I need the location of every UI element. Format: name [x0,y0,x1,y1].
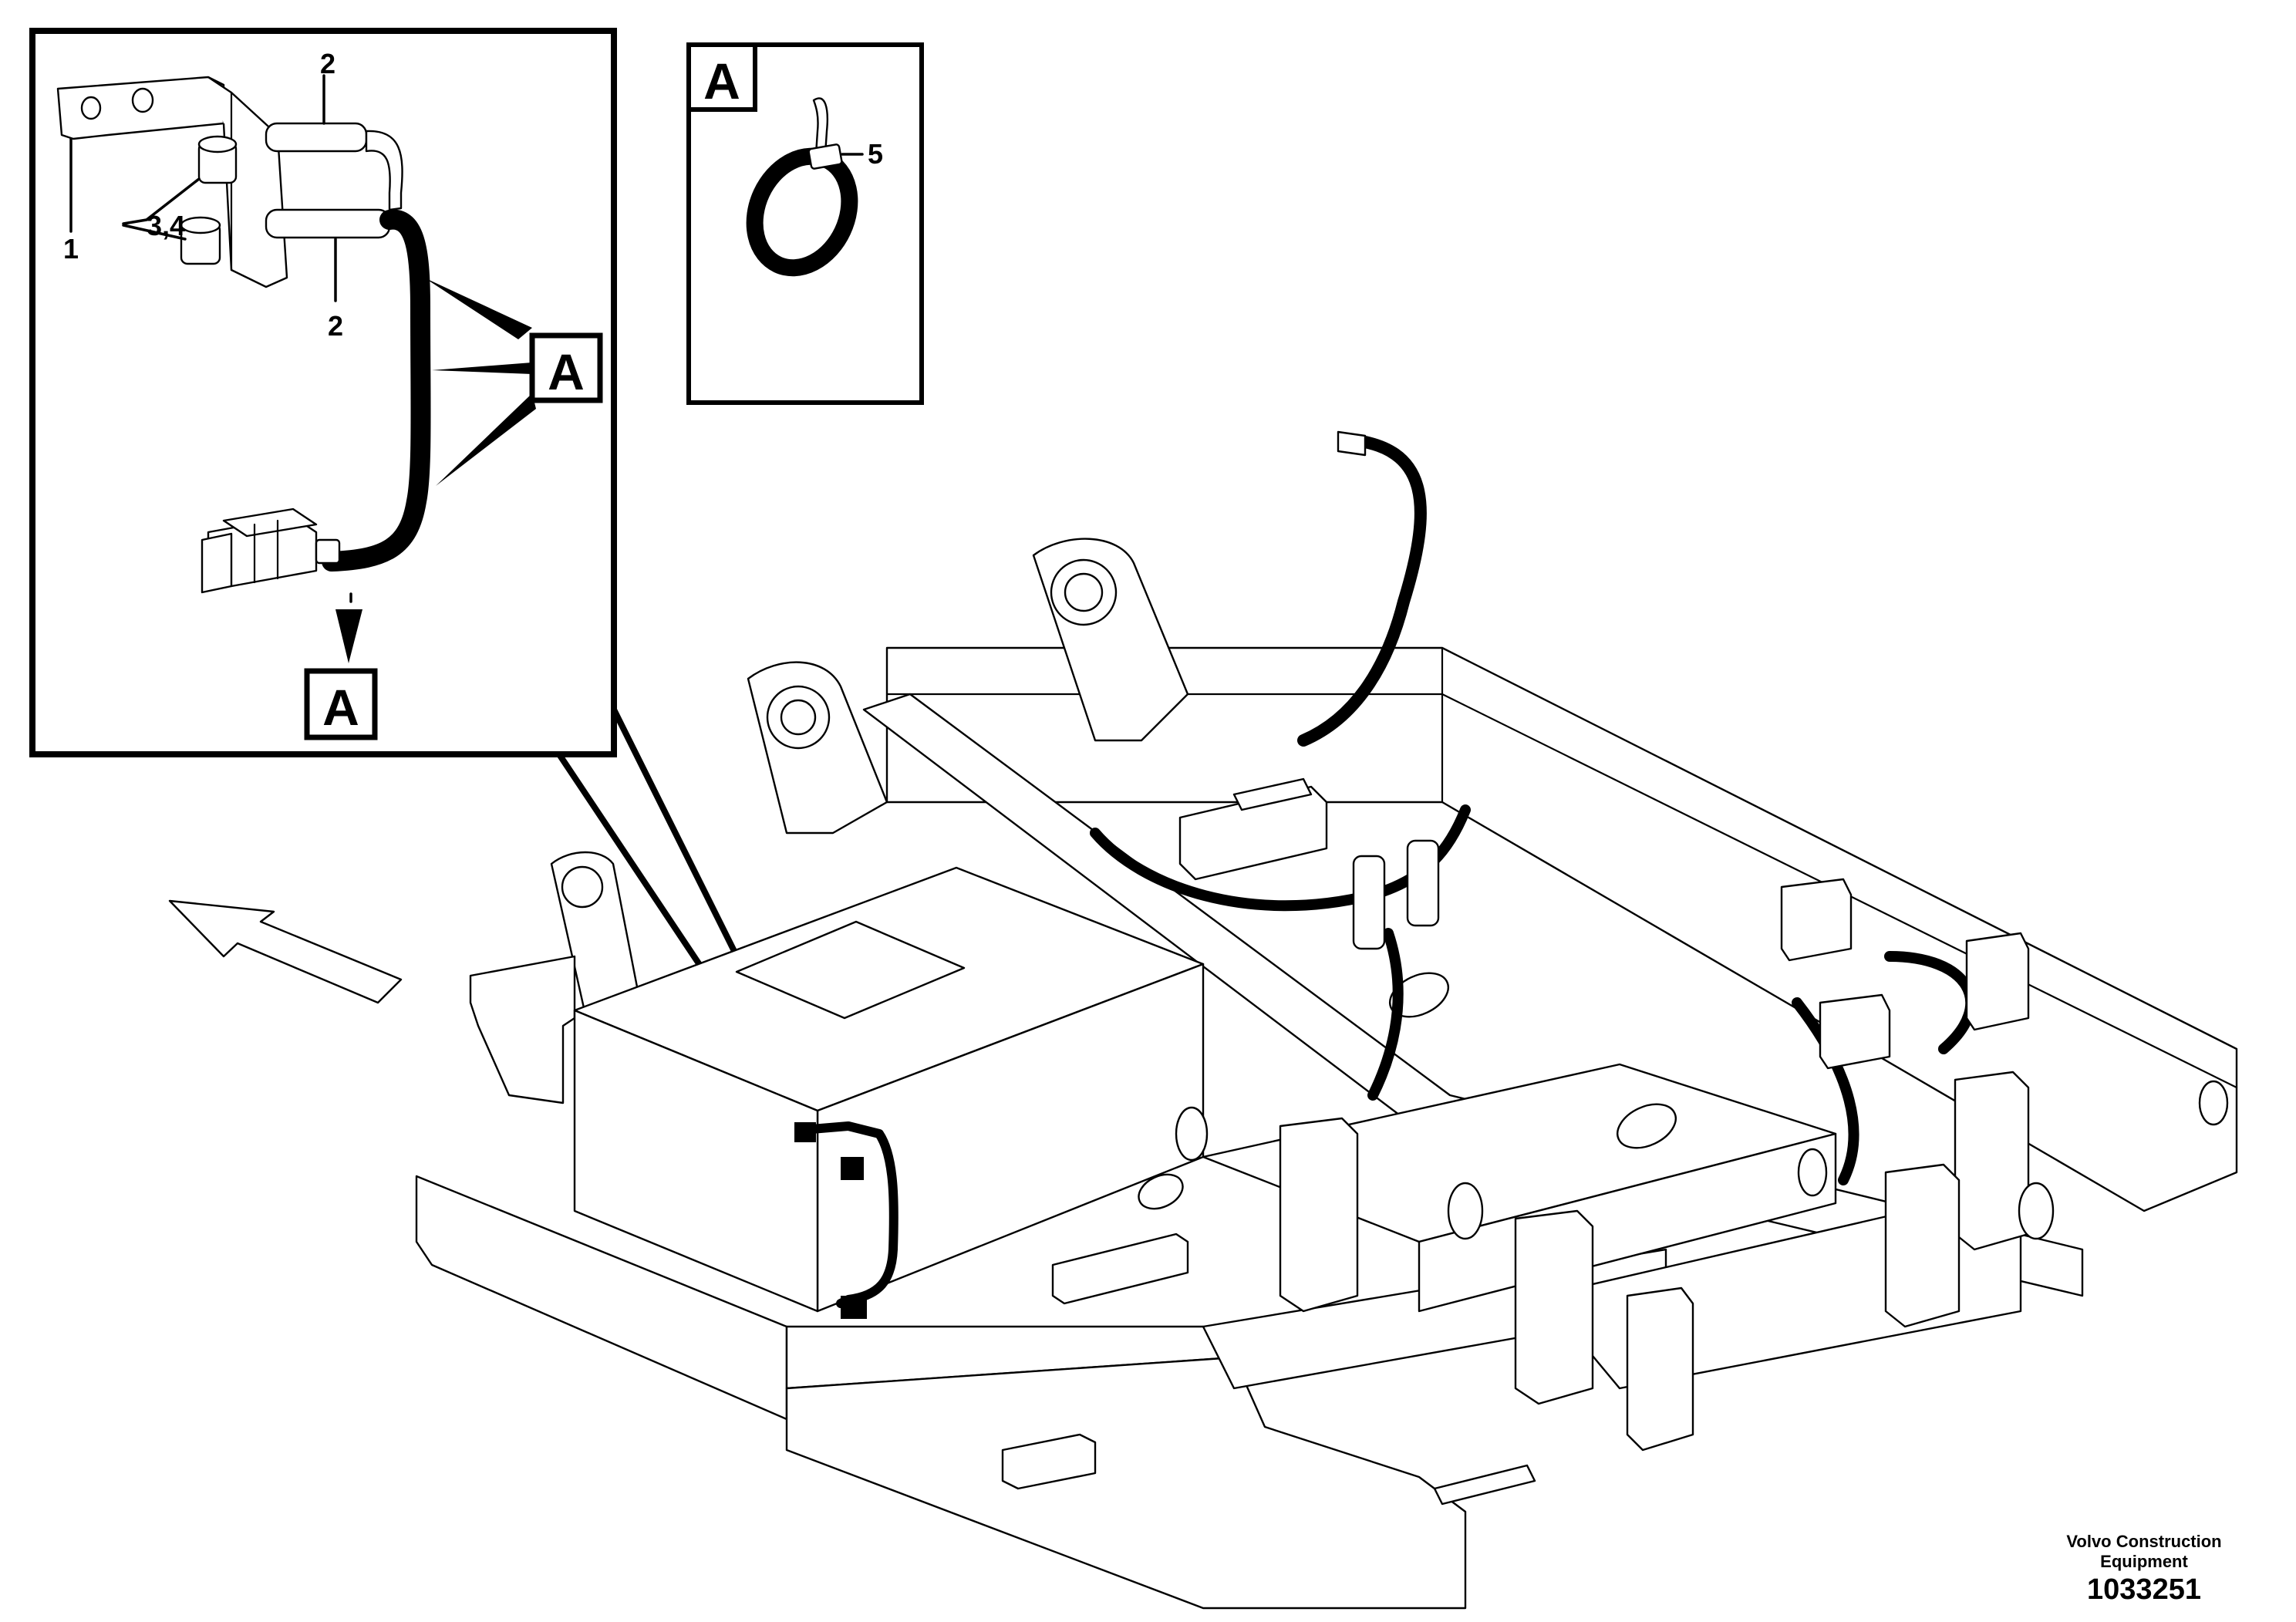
hydraulic-hoses [1090,430,1977,1185]
valve-block [1178,777,2030,1070]
inset-view-title-box [686,42,757,112]
credit-company-line1: Volvo Construction [2066,1532,2222,1551]
credit-block: Volvo Construction Equipment 1033251 [2052,1532,2237,1607]
credit-company-line2: Equipment [2100,1552,2188,1571]
svg-text:A: A [548,343,585,400]
svg-text:A: A [322,679,359,736]
front-direction-arrow [168,899,403,1004]
cable-tie [746,97,858,277]
tie-pointer-wedges [335,278,536,663]
label-harness-lower: 2 [328,310,343,342]
upper-frame-assembly [415,538,2238,1610]
inset-view-title: A [703,52,740,110]
view-marker-tag: A [529,332,603,403]
harness-cable [322,130,431,572]
drawing-number: 1033251 [2087,1573,2201,1606]
label-leaders [69,74,337,302]
label-harness-upper: 2 [320,48,335,79]
label-cable-tie: 5 [868,138,883,170]
plug-connector [201,508,341,594]
view-marker-bottom: A [304,668,378,740]
connector-posts [180,135,238,265]
label-connectors: 3,4 [147,210,185,241]
highlighted-harness [794,1121,899,1319]
label-bracket: 1 [63,233,79,265]
inset-view-a: A 5 [686,42,924,405]
